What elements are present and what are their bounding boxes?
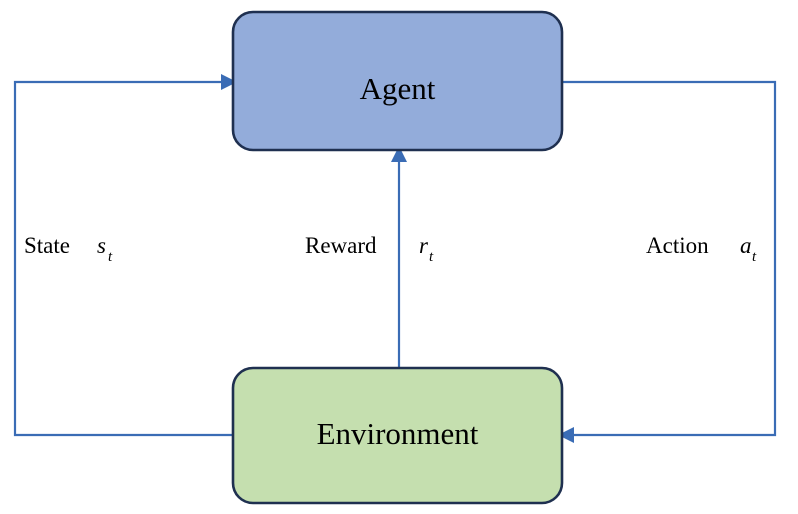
reward-label-subscript: t [429, 249, 434, 265]
reward-label-word: Reward [305, 233, 377, 258]
environment-box[interactable] [231, 366, 564, 505]
reward-edge [391, 146, 407, 368]
agent-label: Agent [360, 71, 436, 106]
state-edge-line [13, 80, 233, 437]
action-label-word: Action [646, 233, 709, 258]
action-edge-label: Action a t [646, 233, 757, 265]
state-label-symbol: s [97, 233, 106, 258]
reward-label-symbol: r [419, 233, 429, 258]
action-label-symbol: a [740, 233, 752, 258]
state-edge-label: State s t [24, 233, 113, 265]
action-arrowhead-icon [558, 427, 574, 443]
action-label-subscript: t [752, 249, 757, 265]
action-edge [558, 80, 777, 443]
state-arrowhead-icon [221, 74, 237, 90]
agent-box[interactable] [231, 10, 564, 152]
state-label-word: State [24, 233, 70, 258]
environment-label: Environment [317, 416, 479, 451]
reward-arrowhead-icon [391, 146, 407, 162]
reward-edge-label: Reward r t [305, 233, 434, 265]
node-agent[interactable]: Agent [231, 10, 564, 152]
state-edge [13, 74, 237, 437]
state-label-subscript: t [108, 249, 113, 265]
action-edge-line [562, 80, 777, 437]
node-environment[interactable]: Environment [231, 366, 564, 505]
